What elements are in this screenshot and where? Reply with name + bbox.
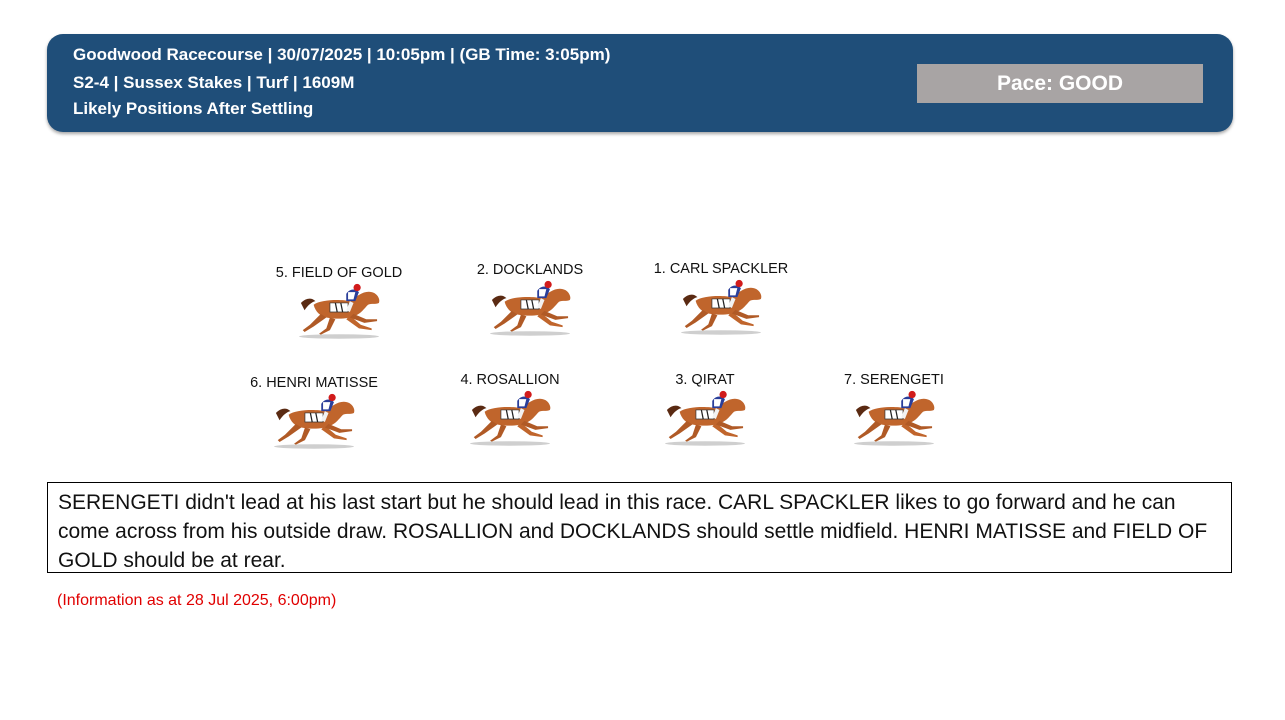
racehorse-jockey-icon (293, 283, 385, 341)
racehorse-jockey-icon (675, 279, 767, 337)
runner-label: 4. ROSALLION (460, 372, 560, 388)
race-name-line: S2-4 | Sussex Stakes | Turf | 1609M (73, 73, 355, 92)
pace-badge: Pace: GOOD (917, 64, 1203, 103)
runner-label: 2. DOCKLANDS (476, 262, 584, 278)
runner-label: 7. SERENGETI (844, 372, 944, 388)
racehorse-jockey-icon (484, 280, 576, 338)
runner-label: 3. QIRAT (675, 372, 735, 388)
runner-henri-matisse: 6. HENRI MATISSE (224, 375, 404, 451)
runner-label: 6. HENRI MATISSE (250, 375, 378, 391)
subtitle-line: Likely Positions After Settling (73, 99, 314, 118)
info-timestamp: (Information as at 28 Jul 2025, 6:00pm) (57, 592, 337, 609)
runner-docklands: 2. DOCKLANDS (440, 262, 620, 338)
runner-field-of-gold: 5. FIELD OF GOLD (249, 265, 429, 341)
race-header-banner: Goodwood Racecourse | 30/07/2025 | 10:05… (47, 34, 1233, 132)
runner-rosallion: 4. ROSALLION (420, 372, 600, 448)
runner-carl-spackler: 1. CARL SPACKLER (631, 261, 811, 337)
runner-qirat: 3. QIRAT (615, 372, 795, 448)
runner-label: 5. FIELD OF GOLD (275, 265, 403, 281)
runner-label: 1. CARL SPACKLER (653, 261, 789, 277)
racehorse-jockey-icon (848, 390, 940, 448)
racehorse-jockey-icon (268, 393, 360, 451)
racehorse-jockey-icon (464, 390, 556, 448)
race-meta-line: Goodwood Racecourse | 30/07/2025 | 10:05… (73, 45, 611, 64)
race-comment-box: SERENGETI didn't lead at his last start … (47, 482, 1232, 573)
runner-serengeti: 7. SERENGETI (804, 372, 984, 448)
racehorse-jockey-icon (659, 390, 751, 448)
